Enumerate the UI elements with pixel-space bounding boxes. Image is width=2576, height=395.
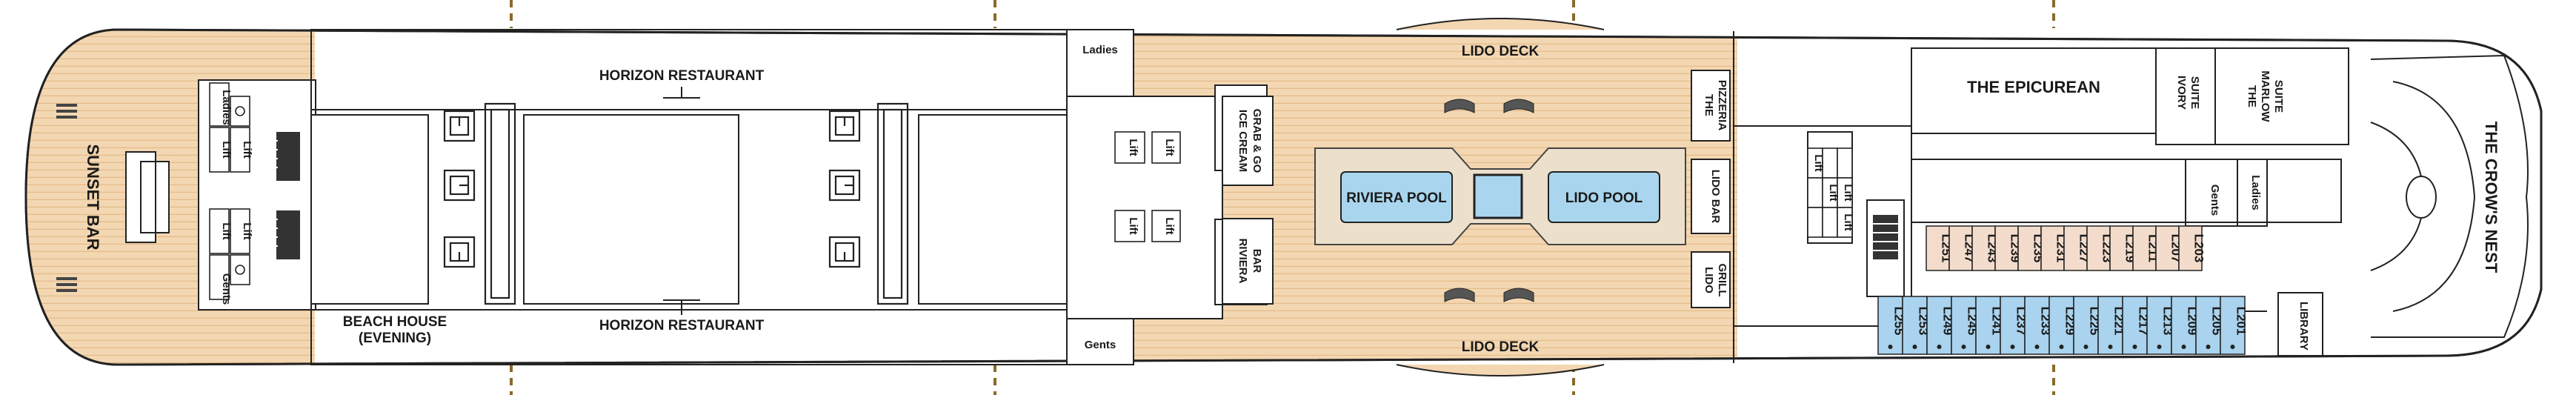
inner-cabin[interactable] bbox=[2132, 225, 2157, 271]
outer-cabin-marker bbox=[1937, 345, 1942, 349]
lido-bump-top bbox=[1396, 18, 1605, 30]
lido-bar-label: LIDO BAR bbox=[1709, 170, 1722, 224]
inner-cabin[interactable] bbox=[1994, 225, 2019, 271]
mid-lift-3-label: Lift bbox=[1163, 139, 1176, 156]
lido-deck-top-label: LIDO DECK bbox=[1462, 44, 1540, 59]
lido-grill-label-1: LIDO bbox=[1703, 267, 1715, 293]
bow-deck bbox=[2363, 30, 2541, 365]
outer-cabin-marker bbox=[2230, 345, 2235, 349]
fwd-lift-4-label: Lift bbox=[1842, 213, 1854, 230]
fwd-gents-label: Gents bbox=[2209, 185, 2221, 216]
stern-lift-bank bbox=[209, 82, 250, 300]
mid-ladies-label: Ladies bbox=[1082, 44, 1118, 56]
sun-loungers bbox=[1444, 99, 1534, 302]
outer-cabin-marker bbox=[2034, 345, 2040, 349]
stern-gents-label: Gents bbox=[220, 273, 233, 305]
lido-deck-bottom-label: LIDO DECK bbox=[1462, 339, 1540, 355]
inner-cabin[interactable] bbox=[1948, 225, 1973, 271]
crows-nest-bar bbox=[2406, 176, 2437, 219]
horizon-restaurant-bottom-label: HORIZON RESTAURANT bbox=[599, 318, 765, 333]
inner-cabin[interactable] bbox=[2063, 225, 2088, 271]
stern-lift-2-label: Lift bbox=[241, 141, 253, 158]
mid-gents-label: Gents bbox=[1085, 339, 1116, 351]
library-label: LIBRARY bbox=[2297, 302, 2310, 351]
sunset-bar-label: SUNSET BAR bbox=[84, 144, 102, 250]
ivory-suite-label-2: SUITE bbox=[2189, 76, 2201, 109]
outer-cabin-marker bbox=[2010, 345, 2015, 349]
inner-cabin[interactable] bbox=[1971, 225, 1996, 271]
lido-bump-bottom bbox=[1396, 364, 1605, 376]
pizzeria-label-2: PIZZERIA bbox=[1716, 80, 1728, 131]
buffet-stairs-icon bbox=[278, 137, 300, 256]
outer-cabin-marker bbox=[2083, 345, 2089, 349]
outer-cabin-number: L201 bbox=[2234, 307, 2249, 336]
pool-area bbox=[1314, 147, 1686, 245]
outer-cabin-marker bbox=[2132, 345, 2137, 349]
ice-cream-label-1: ICE CREAM bbox=[1237, 110, 1249, 172]
lido-pool-label: LIDO POOL bbox=[1565, 190, 1643, 206]
mid-lift-2-label: Lift bbox=[1127, 217, 1139, 234]
library-room bbox=[2277, 292, 2323, 356]
lido-venues bbox=[1691, 70, 1731, 308]
inner-cabin[interactable] bbox=[2086, 225, 2111, 271]
outer-cabin-marker bbox=[2157, 345, 2162, 349]
outer-cabin-marker bbox=[2181, 345, 2186, 349]
outer-cabin-marker bbox=[1888, 345, 1893, 349]
stern-lift-4-label: Lift bbox=[241, 222, 253, 239]
ice-cream-label-2: GRAB & GO bbox=[1251, 109, 1263, 173]
riviera-pool bbox=[1340, 171, 1453, 223]
outer-cabin-marker bbox=[2059, 345, 2064, 349]
riviera-pool-label: RIVIERA POOL bbox=[1346, 190, 1447, 206]
inner-cabin-number: L203 bbox=[2192, 234, 2206, 263]
inner-cabin[interactable] bbox=[2040, 225, 2065, 271]
pizzeria-label-1: THE bbox=[1703, 94, 1715, 116]
horizon-restaurant-top-label: HORIZON RESTAURANT bbox=[599, 68, 765, 84]
buffet-counters bbox=[310, 114, 1068, 305]
crows-nest-label: THE CROW'S NEST bbox=[2482, 122, 2500, 273]
stern-ladies-label: Ladies bbox=[220, 90, 233, 125]
beach-house-sub-label: (EVENING) bbox=[359, 331, 431, 346]
outer-cabin-marker bbox=[2206, 345, 2211, 349]
beach-house-label: BEACH HOUSE bbox=[343, 314, 447, 330]
fwd-lift-2-label: Lift bbox=[1827, 184, 1840, 201]
lido-grill-label-2: GRILL bbox=[1716, 264, 1728, 297]
stern-lift-1-label: Lift bbox=[220, 141, 233, 158]
fwd-lift-1-label: Lift bbox=[1812, 154, 1825, 171]
mid-lifts bbox=[1114, 131, 1181, 242]
crows-nest-dome bbox=[2392, 81, 2476, 312]
forward-lifts bbox=[1807, 147, 1853, 238]
outer-cabin-marker bbox=[1986, 345, 1991, 349]
fwd-stairs-icon bbox=[1873, 215, 1898, 259]
riviera-bar-label-2: BAR bbox=[1251, 249, 1263, 273]
lido-pool bbox=[1548, 171, 1660, 223]
stern-railing-icon bbox=[56, 104, 77, 292]
inner-cabin[interactable] bbox=[2109, 225, 2134, 271]
inner-cabin[interactable] bbox=[2017, 225, 2042, 271]
mid-lift-1-label: Lift bbox=[1127, 139, 1139, 156]
crows-nest-outline bbox=[2370, 54, 2529, 338]
outer-cabin-marker bbox=[2108, 345, 2113, 349]
inner-cabin[interactable] bbox=[2178, 225, 2203, 271]
fwd-lift-3-label: Lift bbox=[1842, 184, 1854, 201]
marlow-suite-label-1: THE bbox=[2246, 85, 2258, 107]
outer-cabin-marker bbox=[1912, 345, 1917, 349]
fwd-ladies-label: Ladies bbox=[2249, 175, 2262, 210]
marlow-suite-label-3: SUITE bbox=[2272, 80, 2285, 113]
kiosks bbox=[1222, 96, 1274, 305]
stern-lift-3-label: Lift bbox=[220, 222, 233, 239]
hot-tub bbox=[1473, 173, 1523, 219]
stern-accessible-icon bbox=[235, 106, 245, 275]
ivory-suite-label-1: IVORY bbox=[2175, 76, 2188, 110]
marlow-suite-label-2: MARLOW bbox=[2259, 70, 2272, 122]
riviera-bar-label-1: RIVIERA bbox=[1237, 239, 1249, 284]
outer-cabin-marker bbox=[1961, 345, 1966, 349]
mid-lift-4-label: Lift bbox=[1163, 217, 1176, 234]
sunset-bar-structure bbox=[125, 151, 170, 243]
buffet-motifs bbox=[443, 102, 909, 305]
epicurean-label: THE EPICUREAN bbox=[1967, 78, 2100, 96]
